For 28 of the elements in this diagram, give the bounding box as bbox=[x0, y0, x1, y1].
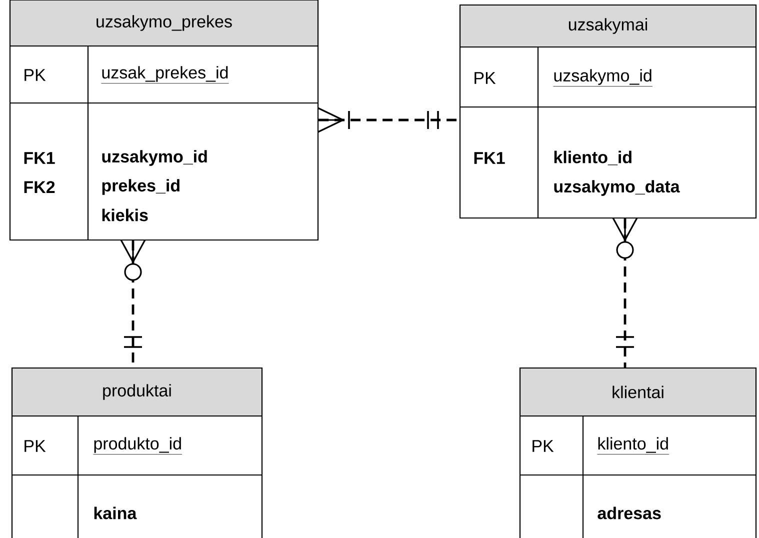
key-label: PK bbox=[474, 72, 496, 84]
key-label: PK bbox=[532, 440, 554, 452]
field-name: FK1 bbox=[474, 152, 505, 164]
primary-key-field: uzsak_prekes_id bbox=[101, 66, 229, 84]
field-name: adresas bbox=[598, 506, 661, 520]
field-name: FK1 bbox=[24, 152, 55, 164]
field-name: uzsakymo_data bbox=[554, 180, 680, 196]
field-name: uzsakymo_id bbox=[102, 150, 207, 166]
relationship-line bbox=[318, 107, 460, 133]
field-name: prekes_id bbox=[102, 179, 180, 195]
primary-key-field: kliento_id bbox=[597, 437, 670, 454]
relationship-line bbox=[612, 218, 638, 368]
entity-table bbox=[11, 367, 263, 538]
field-name: kiekis bbox=[102, 208, 148, 222]
field-name: FK2 bbox=[24, 181, 55, 193]
entity-table bbox=[519, 367, 757, 538]
field-name: kaina bbox=[94, 506, 137, 520]
key-label: PK bbox=[24, 440, 46, 452]
table-title: klientai bbox=[612, 386, 664, 398]
primary-key-field: uzsakymo_id bbox=[553, 69, 653, 87]
primary-key-field: produkto_id bbox=[93, 437, 182, 455]
table-title: uzsakymai bbox=[568, 18, 647, 34]
entity-table bbox=[459, 4, 757, 219]
key-label: PK bbox=[24, 69, 46, 81]
table-title: uzsakymo_prekes bbox=[96, 15, 232, 31]
field-name: kliento_id bbox=[554, 150, 632, 166]
table-title: produktai bbox=[103, 384, 171, 400]
entity-table bbox=[9, 0, 319, 241]
